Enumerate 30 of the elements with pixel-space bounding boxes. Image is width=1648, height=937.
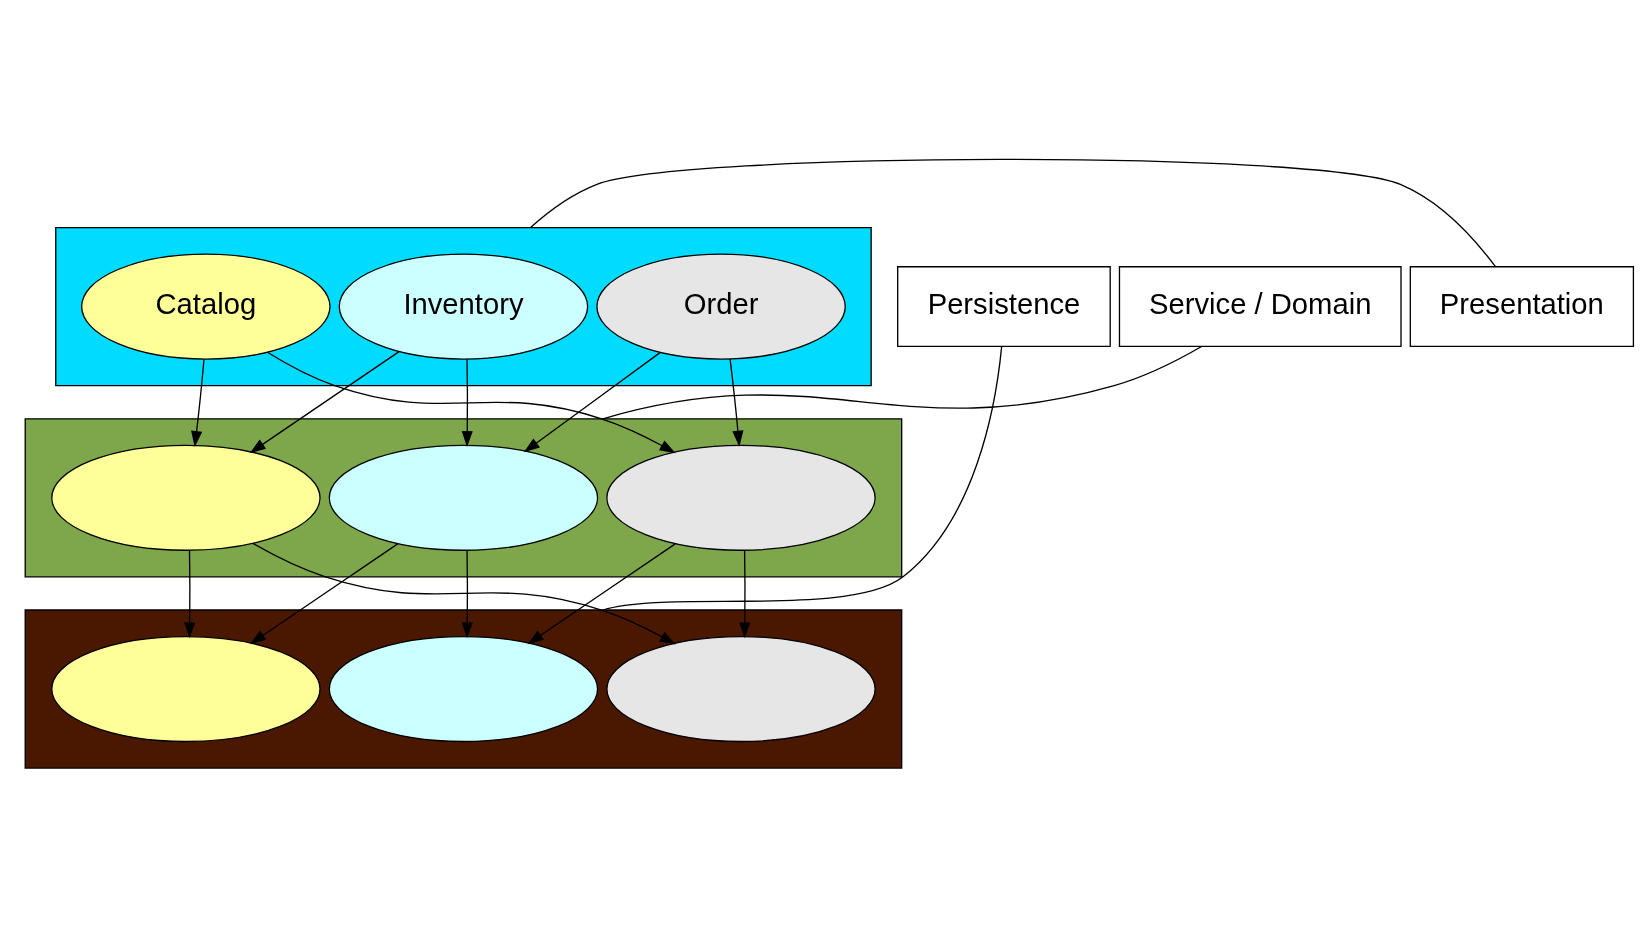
- cluster: [24, 608, 903, 769]
- arrow: [252, 542, 676, 644]
- arrow: [739, 549, 751, 638]
- node-ellipse: [606, 444, 876, 551]
- node-ellipse: [51, 444, 321, 551]
- node-ellipse: [51, 635, 321, 742]
- node-ellipse: [328, 635, 599, 742]
- node-ellipse: Order: [596, 252, 846, 360]
- node-box: Service / Domain: [1118, 265, 1402, 347]
- connector: [602, 345, 1003, 611]
- node-ellipse: Inventory: [338, 252, 589, 360]
- cluster: [24, 417, 903, 577]
- arrow: [250, 542, 399, 644]
- node-ellipse: Catalog: [81, 252, 331, 360]
- connector: [529, 158, 1496, 267]
- node-box: Presentation: [1409, 265, 1635, 347]
- arrow: [523, 351, 661, 452]
- arrow: [191, 358, 205, 447]
- arrow: [527, 542, 676, 644]
- arrow: [266, 351, 676, 453]
- arrow: [461, 358, 473, 447]
- cluster: [55, 226, 872, 386]
- node-ellipse: [606, 635, 876, 742]
- node-box: Persistence: [897, 265, 1111, 347]
- arrow: [249, 350, 400, 453]
- connector: [602, 345, 1203, 419]
- arrow: [729, 357, 744, 447]
- node-ellipse: [328, 444, 599, 551]
- arrow: [461, 549, 473, 638]
- arrow: [184, 549, 196, 638]
